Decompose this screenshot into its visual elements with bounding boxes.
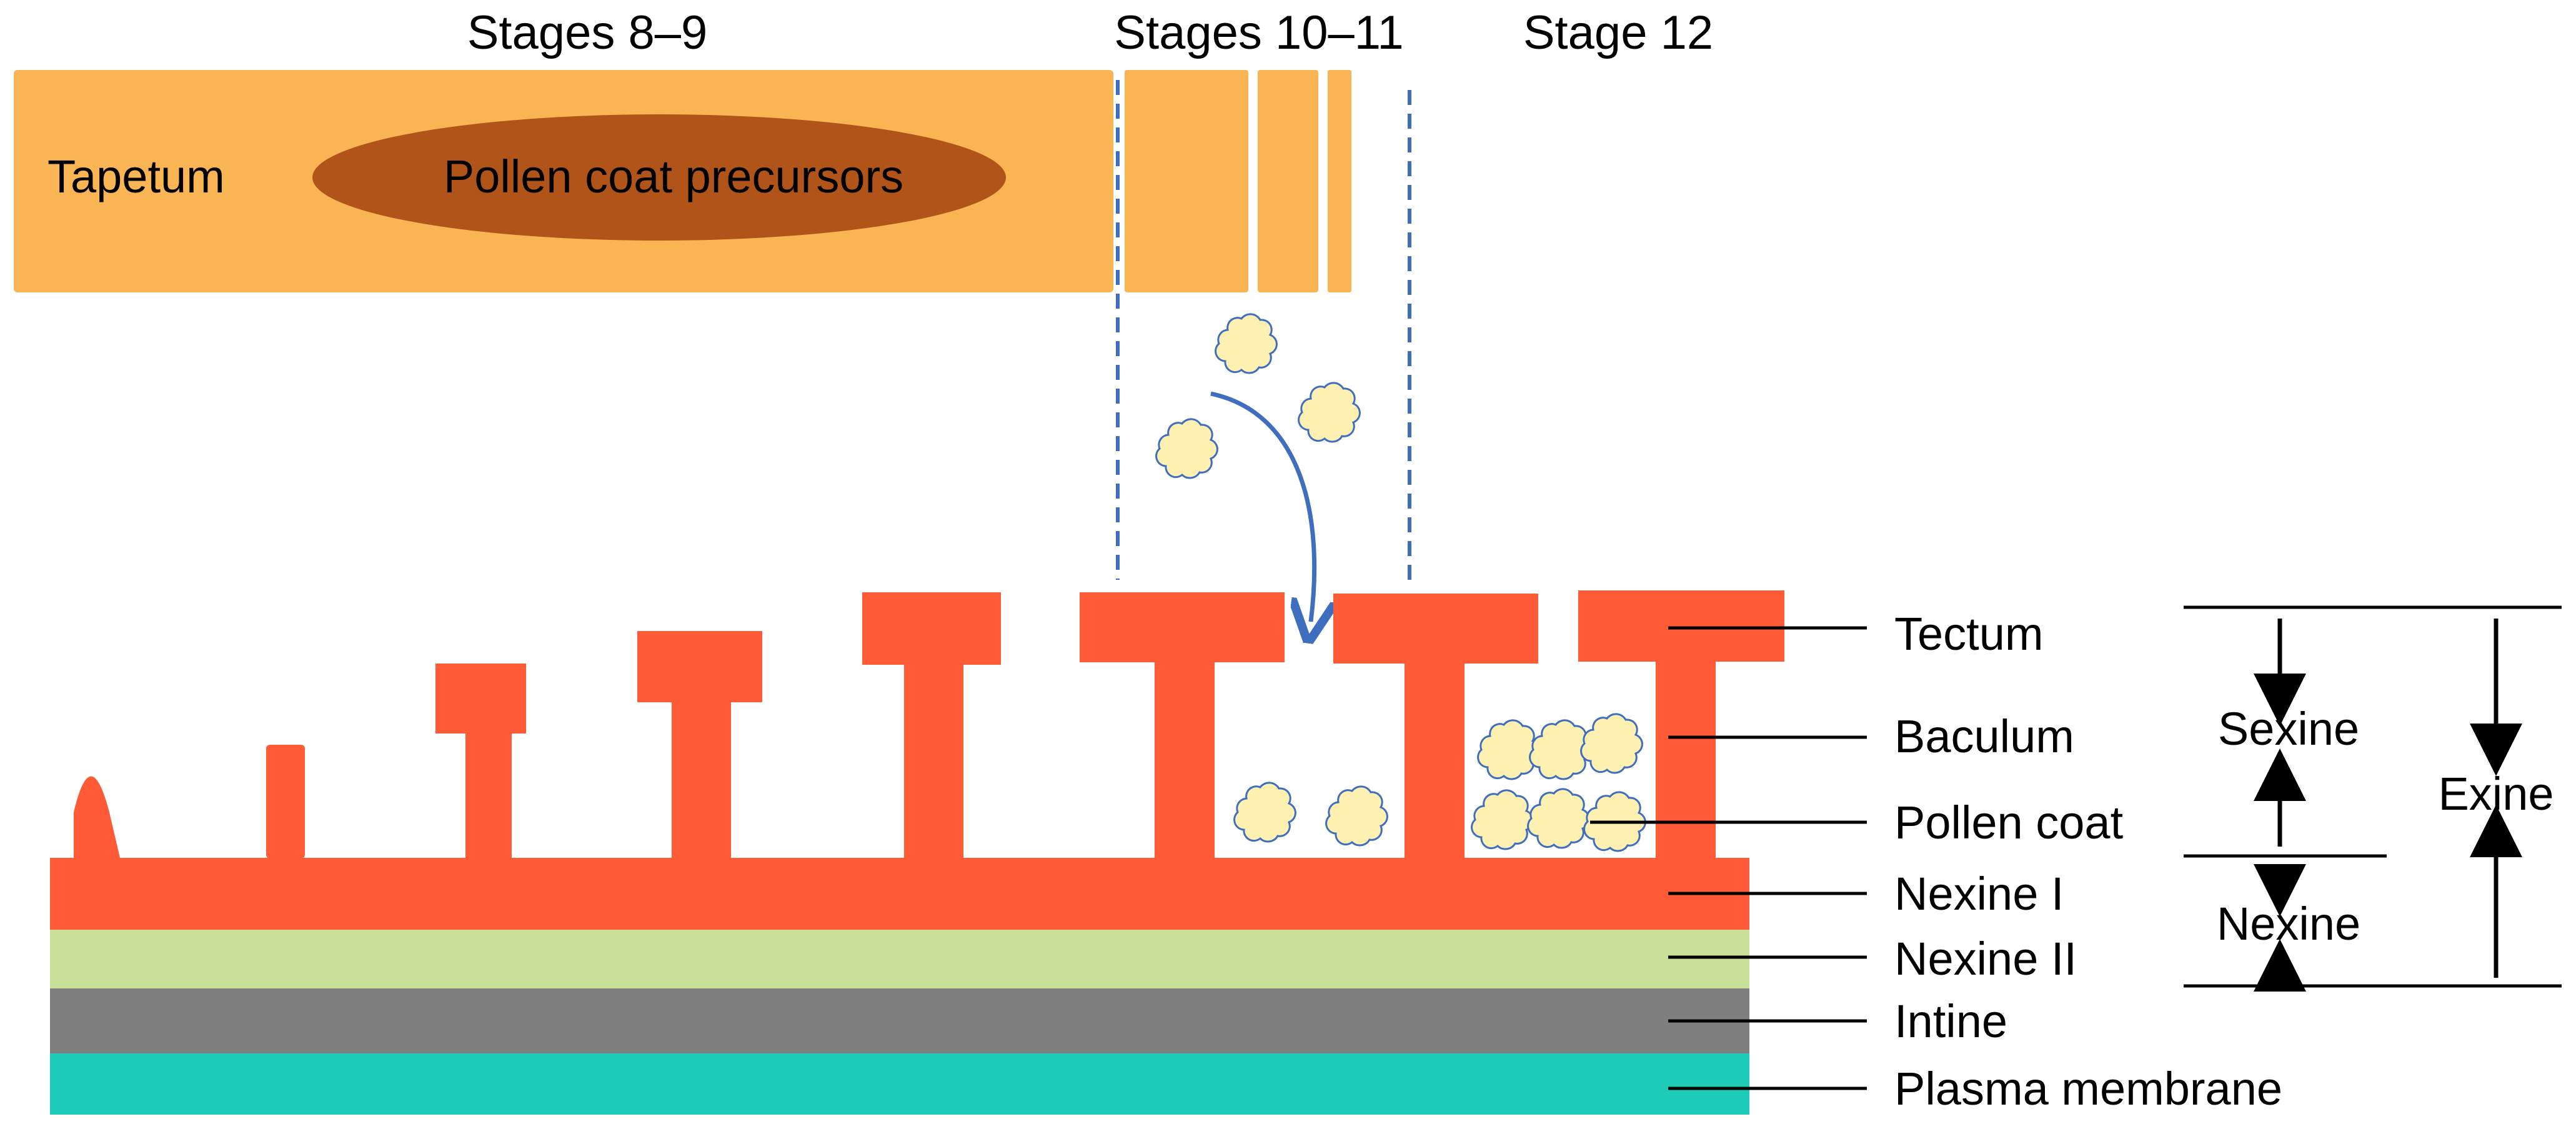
tectum-small-1: [435, 664, 526, 734]
tectum-1: [862, 592, 1001, 665]
tectum-small-2: [637, 631, 762, 702]
plasma-membrane-layer: [50, 1053, 1749, 1115]
sexine-label: Sexine: [2218, 703, 2359, 755]
nexine-ii-label: Nexine II: [1894, 933, 2077, 985]
group-brackets: [2184, 605, 2562, 988]
tapetum-fragment-1: [1125, 70, 1248, 292]
tectum-2: [1080, 592, 1285, 662]
nexine-ii-layer: [50, 930, 1749, 988]
tapetum-fragment-2: [1258, 70, 1318, 292]
stage-label-8-9: Stages 8–9: [467, 6, 708, 59]
group-arrows: [2254, 619, 2522, 992]
baculum-small-2: [672, 700, 731, 858]
nexine-i-layer: [50, 858, 1749, 930]
baculum-3: [1405, 661, 1465, 858]
exine-structure: [50, 590, 1784, 930]
baculum-4: [1656, 659, 1716, 858]
pollen-coat-label: Pollen coat: [1894, 797, 2124, 848]
tapetum-fragment-3: [1328, 70, 1351, 292]
nexine-i-label: Nexine I: [1894, 868, 2064, 920]
tectum-3: [1333, 594, 1538, 664]
pollen-coat-precursors-ellipse: [312, 114, 1006, 241]
falling-pollen-coat: [1155, 313, 1361, 479]
stage-label-10-11: Stages 10–11: [1114, 6, 1403, 59]
tapetum-label: Tapetum: [47, 151, 225, 202]
nexine-label: Nexine: [2217, 898, 2360, 950]
probaculum-bump: [74, 776, 120, 858]
deposition-arrow: [1210, 391, 1315, 622]
stage-label-12: Stage 12: [1523, 6, 1713, 59]
tapetum: Tapetum Pollen coat precursors: [14, 70, 1351, 292]
baculum-2: [1155, 660, 1215, 858]
plasma-membrane-label: Plasma membrane: [1894, 1063, 2282, 1115]
intine-label: Intine: [1894, 995, 2007, 1047]
exine-label: Exine: [2438, 768, 2554, 820]
baculum-small-1: [465, 731, 512, 858]
probaculum-stage-1: [266, 745, 305, 858]
label-leader-lines: [1590, 626, 1867, 1090]
intine-layer: [50, 988, 1749, 1053]
precursors-label: Pollen coat precursors: [444, 151, 903, 202]
baculum-1: [904, 662, 963, 858]
baculum-label: Baculum: [1894, 710, 2074, 762]
tectum-4: [1578, 590, 1784, 662]
tectum-label: Tectum: [1894, 608, 2044, 660]
